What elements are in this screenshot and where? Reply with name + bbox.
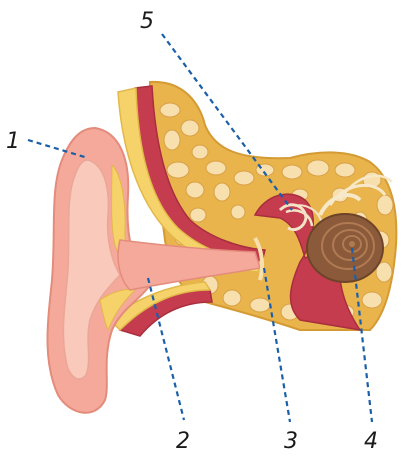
callout-label-5: 5	[140, 9, 154, 34]
callout-label-4: 4	[364, 429, 378, 454]
callout-label-3: 3	[284, 429, 298, 454]
cochlea	[307, 214, 383, 282]
callout-label-2: 2	[176, 429, 190, 454]
callout-label-1: 1	[6, 129, 20, 154]
